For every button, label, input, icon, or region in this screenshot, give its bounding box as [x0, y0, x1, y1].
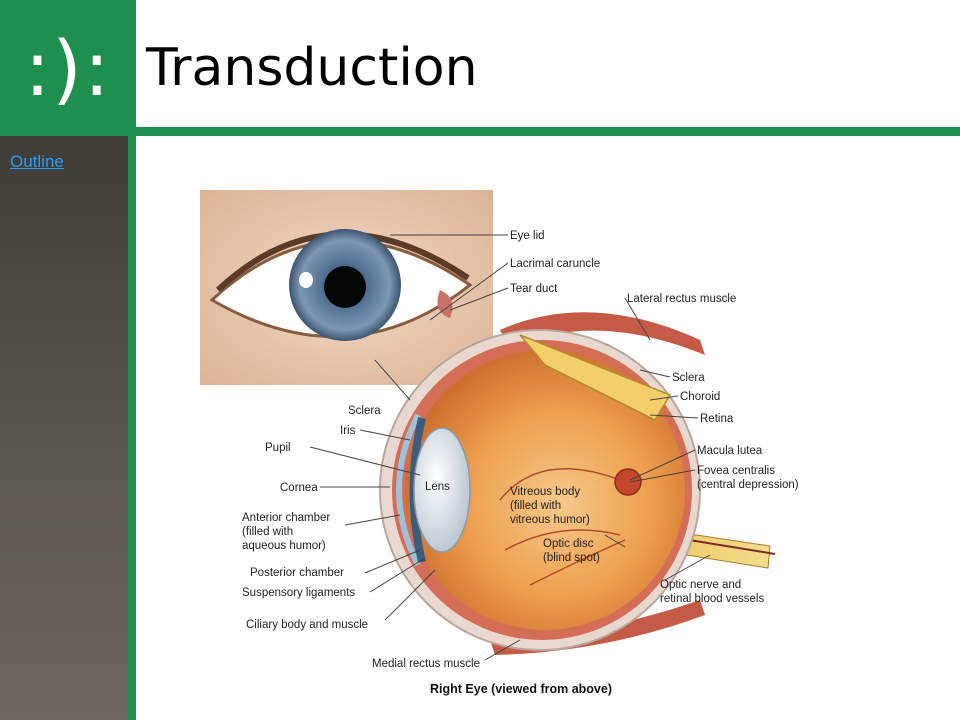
- label-vitreous-1: Vitreous body: [510, 486, 580, 498]
- label-vitreous-2: (filled with: [510, 500, 561, 512]
- label-macula: Macula lutea: [697, 445, 763, 457]
- sidebar: [0, 136, 128, 720]
- label-optic-nerve-1: Optic nerve and: [660, 579, 741, 591]
- label-tear-duct: Tear duct: [510, 283, 558, 295]
- label-fovea-1: Fovea centralis: [697, 465, 775, 477]
- diagram-caption: Right Eye (viewed from above): [430, 682, 612, 696]
- label-pupil: Pupil: [265, 442, 291, 454]
- label-suspensory: Suspensory ligaments: [242, 587, 355, 599]
- label-medial-rectus: Medial rectus muscle: [372, 658, 480, 670]
- eye-anatomy-svg: Eye lid Lacrimal caruncle Tear duct Late…: [200, 190, 799, 696]
- label-optic-disc-2: (blind spot): [543, 552, 600, 564]
- label-eye-lid: Eye lid: [510, 230, 545, 242]
- label-anterior-1: Anterior chamber: [242, 512, 330, 524]
- outline-link[interactable]: Outline: [10, 152, 64, 171]
- sidebar-divider: [128, 136, 136, 720]
- label-choroid: Choroid: [680, 391, 720, 403]
- label-anterior-3: aqueous humor): [242, 540, 326, 552]
- label-lacrimal-caruncle: Lacrimal caruncle: [510, 258, 600, 270]
- label-vitreous-3: vitreous humor): [510, 514, 590, 526]
- logo: :):: [0, 0, 136, 136]
- label-sclera-left: Sclera: [348, 405, 381, 417]
- leader-lines: [309, 234, 711, 661]
- label-posterior: Posterior chamber: [250, 567, 344, 579]
- eyeball-cross-section: [379, 329, 701, 651]
- title-divider: [136, 127, 960, 136]
- diagram-labels: Eye lid Lacrimal caruncle Tear duct Late…: [242, 230, 799, 696]
- label-sclera-right: Sclera: [672, 372, 705, 384]
- label-optic-nerve-2: retinal blood vessels: [660, 593, 764, 605]
- label-cornea: Cornea: [280, 482, 318, 494]
- label-retina: Retina: [700, 413, 734, 425]
- label-lens: Lens: [425, 481, 450, 493]
- label-iris: Iris: [340, 425, 356, 437]
- label-optic-disc-1: Optic disc: [543, 538, 594, 550]
- label-anterior-2: (filled with: [242, 526, 293, 538]
- label-fovea-2: (central depression): [697, 479, 799, 491]
- page-title: Transduction: [146, 38, 478, 98]
- label-lateral-rectus: Lateral rectus muscle: [627, 293, 736, 305]
- anterior-structures: [396, 413, 471, 567]
- external-eye-photo: [200, 190, 493, 385]
- label-ciliary: Ciliary body and muscle: [246, 619, 368, 631]
- eye-anatomy-diagram: Eye lid Lacrimal caruncle Tear duct Late…: [200, 190, 820, 710]
